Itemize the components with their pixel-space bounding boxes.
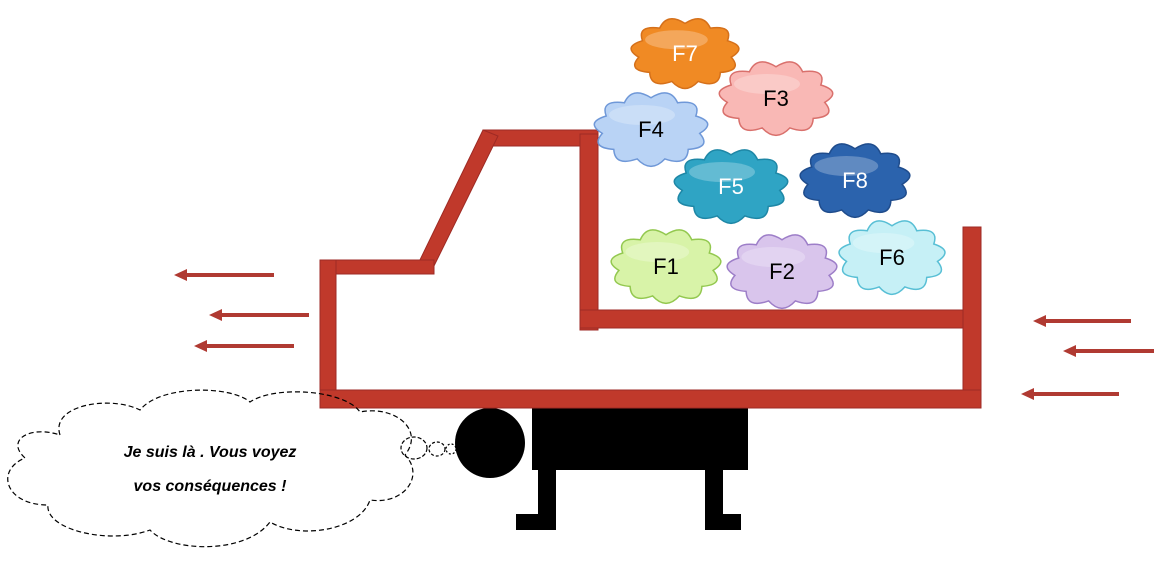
cloud-shape xyxy=(673,149,789,225)
person-under-truck-icon xyxy=(455,408,748,530)
cloud-shape xyxy=(726,234,838,310)
cloud-f6: F6 xyxy=(838,220,946,296)
truck-tailgate xyxy=(962,226,982,408)
cloud-label: F6 xyxy=(879,245,905,270)
person-right-leg xyxy=(705,468,723,526)
cloud-shape xyxy=(838,220,946,296)
left-arrow-icon xyxy=(1021,388,1119,400)
cloud-f3: F3 xyxy=(718,61,834,137)
left-arrow-icon xyxy=(194,340,294,352)
cloud-label: F8 xyxy=(842,168,868,193)
person-left-leg xyxy=(538,468,556,526)
thought-line-2: vos conséquences ! xyxy=(134,478,288,495)
truck-hood xyxy=(319,259,435,275)
thought-bubble: Je suis là . Vous voyez vos conséquences… xyxy=(7,389,457,548)
truck-frame xyxy=(319,129,982,409)
cloud-label: F3 xyxy=(763,86,789,111)
left-arrow-icon xyxy=(174,269,274,281)
truck-chassis xyxy=(319,389,982,409)
cloud-shape xyxy=(799,143,911,219)
cloud-highlight xyxy=(734,74,800,94)
cloud-label: F1 xyxy=(653,254,679,279)
truck-windshield xyxy=(417,129,499,271)
cloud-highlight xyxy=(741,247,806,267)
cloud-shape xyxy=(630,18,740,90)
person-left-foot xyxy=(516,514,556,530)
thought-line-1: Je suis là . Vous voyez xyxy=(124,444,297,461)
left-arrow-icon xyxy=(1033,315,1131,327)
cloud-highlight xyxy=(645,30,708,50)
motion-arrows-left xyxy=(174,269,309,352)
cloud-f1: F1 xyxy=(610,229,722,305)
cloud-label: F2 xyxy=(769,259,795,284)
person-body xyxy=(532,408,748,470)
cloud-f2: F2 xyxy=(726,234,838,310)
cloud-highlight xyxy=(689,162,755,182)
thought-dot xyxy=(445,443,457,455)
cloud-f7: F7 xyxy=(630,18,740,90)
cloud-label: F5 xyxy=(718,174,744,199)
cloud-f5: F5 xyxy=(673,149,789,225)
cloud-f4: F4 xyxy=(593,92,709,168)
truck-bed-floor xyxy=(579,309,974,329)
cloud-label: F7 xyxy=(672,41,698,66)
thought-cloud xyxy=(7,389,414,548)
left-arrow-icon xyxy=(1063,345,1154,357)
person-head xyxy=(455,408,525,478)
truck-cabin-back xyxy=(579,133,599,331)
cloud-highlight xyxy=(609,105,675,125)
thought-dot xyxy=(400,436,428,460)
cloud-shape xyxy=(610,229,722,305)
cloud-highlight xyxy=(625,242,690,262)
cloud-label: F4 xyxy=(638,117,664,142)
cloud-highlight xyxy=(852,233,915,253)
left-arrow-icon xyxy=(209,309,309,321)
person-right-foot xyxy=(705,514,741,530)
thought-dot xyxy=(428,441,446,457)
cloud-highlight xyxy=(814,156,879,176)
cloud-f8: F8 xyxy=(799,143,911,219)
motion-arrows-right xyxy=(1021,315,1154,400)
cloud-shape xyxy=(593,92,709,168)
truck-front xyxy=(319,259,337,409)
cloud-shape xyxy=(718,61,834,137)
